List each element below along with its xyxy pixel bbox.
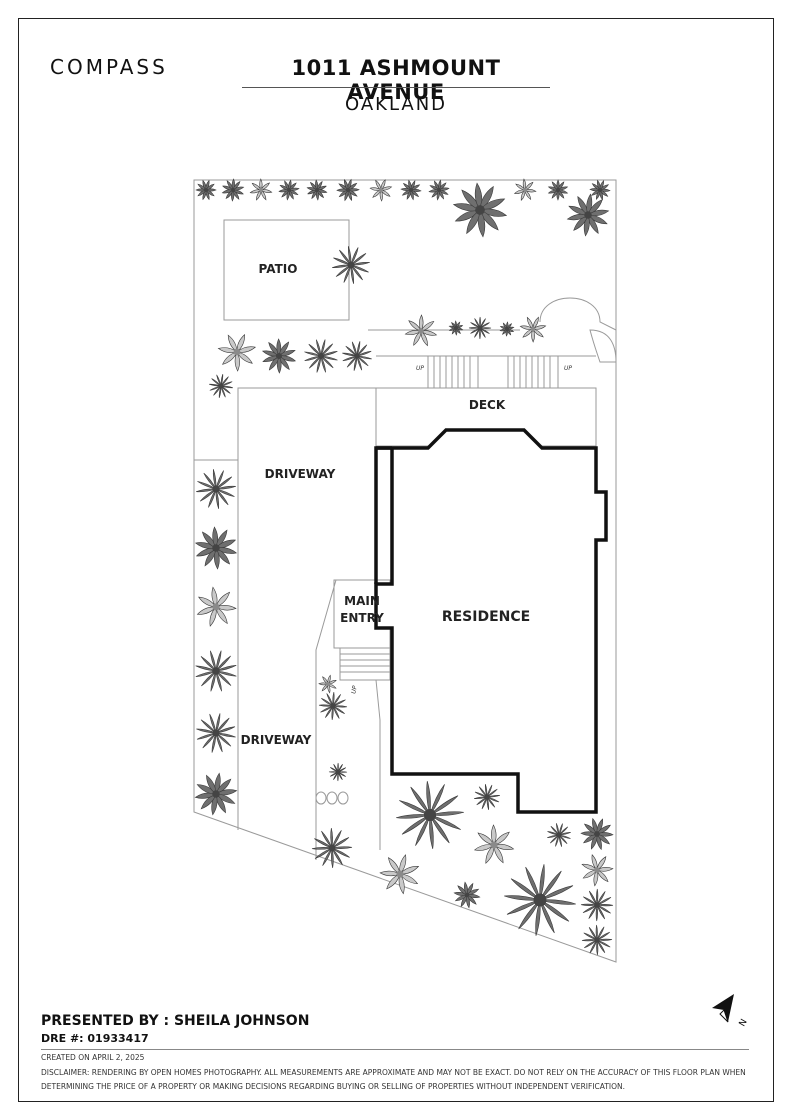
shrub-icon [453,881,481,909]
spiky-plant-icon [468,316,492,340]
disclaimer-text: DISCLAIMER: RENDERING BY OPEN HOMES PHOT… [41,1068,746,1091]
north-label: N [738,1018,750,1029]
stairs-up-label-left: UP [416,365,424,372]
deck-label: DECK [469,398,506,412]
leafy-plant-icon [196,586,237,627]
spiky-plant-icon [196,469,236,509]
leafy-plant-icon [379,854,420,895]
spiky-plant-icon [328,762,348,782]
compass-logo: COMPASS [50,55,168,79]
spiky-plant-icon [332,246,370,284]
spiky-plant-icon [311,827,353,869]
spiky-plant-icon [304,339,338,373]
spiky-plant-icon [547,823,571,847]
shrub-icon [194,526,238,570]
driveway-label-bottom: DRIVEWAY [241,733,312,747]
shrub-icon [336,178,360,202]
spiky-plant-icon [196,713,236,753]
shrub-icon [262,338,296,374]
spiky-plant-icon [209,374,233,398]
shrub-icon [400,179,422,201]
residence-label: RESIDENCE [442,609,530,625]
property-address: 1011 ASHMOUNT AVENUE [291,56,501,104]
leafy-plant-icon [318,674,337,694]
lot-boundary [193,179,617,963]
entry-stairs [339,647,391,681]
deck-stairs-right [507,355,559,389]
footer-divider [41,1049,749,1050]
walkway-curve [368,297,617,331]
spiky-plant-icon [318,691,348,721]
title-divider [242,87,550,88]
patio-label: PATIO [259,262,298,276]
spiky-plant-icon [474,784,500,810]
stairs-up-label-right: UP [564,365,572,372]
yard-line [194,387,376,461]
stepping-stone [326,791,338,805]
leafy-plant-icon [473,824,515,864]
shrub-icon [547,179,569,201]
leafy-plant-icon [581,854,614,887]
north-arrow-icon: N [712,994,750,1029]
leafy-plant-icon [513,178,537,201]
main-entry-label-line2: ENTRY [340,611,384,625]
spiky-plant-icon [581,924,613,956]
main-entry-label-line1: MAIN [344,594,380,608]
spiky-plant-icon [504,864,576,936]
spiky-plant-icon [396,781,464,849]
shrub-icon [448,320,464,336]
stepping-stone [337,791,349,805]
leafy-plant-icon [217,333,257,372]
shrub-icon [589,179,611,201]
leafy-plant-icon [404,314,438,347]
shrub-icon [195,179,217,201]
shrub-icon [499,321,515,337]
shrub-icon [428,179,450,201]
leafy-plant-icon [249,178,273,201]
entry-walkway [315,579,337,860]
shrub-icon [452,182,508,238]
shrub-icon [221,178,245,202]
shrub-icon [194,772,238,816]
shrub-icon [306,179,328,201]
leafy-plant-icon [519,316,547,343]
spiky-plant-icon [342,341,372,371]
spiky-plant-icon [580,888,614,922]
driveway-label-top: DRIVEWAY [265,467,336,481]
presented-by: PRESENTED BY : SHEILA JOHNSON [41,1013,310,1029]
stairs-up-label-entry: UP [350,685,358,694]
landscape-plants [194,178,614,956]
stepping-stone [315,791,327,805]
property-city: OAKLAND [344,94,448,115]
dre-number: DRE #: 01933417 [41,1032,149,1045]
shrub-icon [566,193,610,237]
spiky-plant-icon [195,650,237,692]
shrub-icon [278,179,300,201]
residence-outline [374,428,608,814]
leafy-plant-icon [369,179,393,202]
created-date: CREATED ON APRIL 2, 2025 [41,1053,145,1062]
deck-stairs-left [427,355,479,389]
page-border [18,18,774,1102]
shrub-icon [580,817,614,851]
